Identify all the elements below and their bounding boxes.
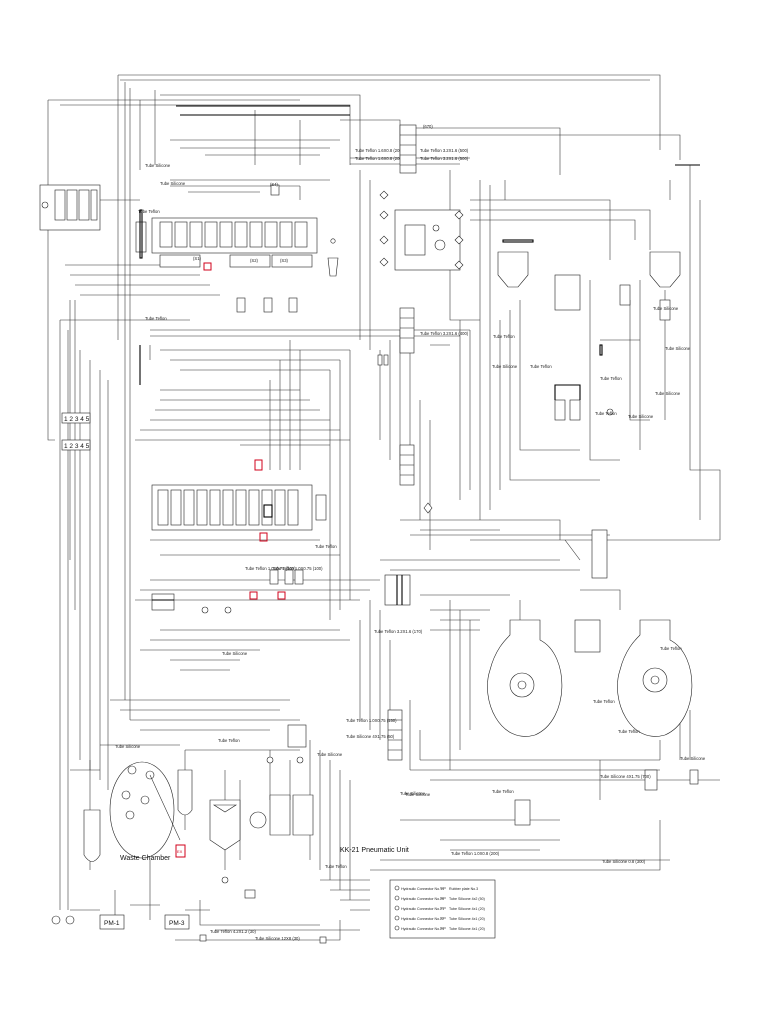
label: Tube Silicone 4X1.75 (700) bbox=[600, 774, 651, 779]
label: (S2) bbox=[250, 258, 259, 263]
label: Tube Teflon 1.6X0.8 (200) bbox=[355, 156, 404, 161]
label: Tube Teflon bbox=[595, 411, 617, 416]
connector-boxes-left: 1 2 3 4 5 1 2 3 4 5 bbox=[61, 412, 91, 451]
label: Tube Silicone bbox=[115, 744, 141, 749]
label: Tube Teflon 1.0X0.75 (150) bbox=[346, 718, 397, 723]
pm-1-box bbox=[99, 914, 125, 930]
red-marker bbox=[254, 459, 263, 471]
reagent-chambers bbox=[497, 180, 681, 421]
waste-chamber: EX Waste Chamber Tube Silicone bbox=[83, 744, 193, 862]
label: (S4) bbox=[270, 182, 279, 187]
label: Tube Teflon bbox=[618, 729, 640, 734]
legend-item-left: Hydraulic Connector No.26 bbox=[401, 897, 444, 901]
label: Tube Teflon 1.0X0.8 (200) bbox=[451, 851, 500, 856]
legend-item-left: Hydraulic Connector No.24 bbox=[401, 927, 444, 931]
label: Tube Silicone bbox=[160, 181, 186, 186]
legend-item-right: Tube Silicone 4x1 (20) bbox=[449, 907, 485, 911]
label: (670) bbox=[423, 124, 433, 129]
box-label: 1 2 3 4 5 bbox=[64, 443, 90, 450]
connector-box bbox=[61, 439, 91, 451]
label: Tube Silicone bbox=[405, 792, 431, 797]
label: (S3) bbox=[280, 258, 289, 263]
label: (S1) bbox=[193, 256, 202, 261]
routing-lines bbox=[47, 74, 721, 941]
red-marker bbox=[259, 532, 268, 542]
label: Tube Silicone bbox=[653, 306, 679, 311]
red-marker bbox=[249, 591, 258, 600]
label: Tube Silicone bbox=[317, 752, 343, 757]
connector-box bbox=[61, 412, 91, 424]
red-tag: EX bbox=[177, 849, 183, 854]
label: Tube Teflon bbox=[530, 364, 552, 369]
center-labels: Tube Teflon Tube Teflon 1.0X0.75 (100) T… bbox=[145, 316, 426, 796]
pm-3-label: PM-3 bbox=[169, 920, 185, 927]
red-marker bbox=[277, 591, 286, 600]
label: Tube Teflon 1.6X0.8 (200) bbox=[355, 148, 404, 153]
label: Tube Teflon 3.2X1.6 (400) bbox=[420, 331, 469, 336]
label: Tube Silicone 0.8 (300) bbox=[602, 859, 646, 864]
label: Tube Teflon 3.2X1.6 (170) bbox=[374, 629, 423, 634]
label: Tube Teflon 3.2X1.6 (500) bbox=[420, 148, 469, 153]
label: Tube Teflon bbox=[218, 738, 240, 743]
label: Tube Teflon bbox=[315, 544, 337, 549]
manifold-top-left bbox=[39, 184, 101, 231]
label: Tube Teflon bbox=[593, 699, 615, 704]
pm-3-box bbox=[164, 914, 190, 930]
legend-item-right: Tube Silicone 4x2 (50) bbox=[449, 897, 485, 901]
legend-box bbox=[389, 879, 496, 939]
connector-top-center bbox=[399, 124, 417, 174]
label: Tube Silicone bbox=[145, 163, 171, 168]
waste-chamber-label: Waste Chamber bbox=[120, 855, 171, 862]
legend-item-right: Rubber plate No.3 bbox=[449, 887, 478, 891]
label: Tube Teflon bbox=[660, 646, 682, 651]
legend-item-left: Hydraulic Connector No.21 bbox=[401, 907, 444, 911]
label: Tube Silicone bbox=[655, 391, 681, 396]
right-labels: Tube Teflon Tube Teflon Tube Teflon Tube… bbox=[405, 646, 706, 864]
label: Tube Teflon bbox=[600, 376, 622, 381]
top-labels: Tube Silicone Tube Silicone Tube Teflon … bbox=[138, 124, 469, 263]
pneumatic-unit-label: KK-21 Pneumatic Unit bbox=[340, 847, 409, 854]
label: Tube Teflon bbox=[492, 789, 514, 794]
label: Tube Silicone 12X8 (30) bbox=[255, 936, 300, 941]
pm-1-label: PM-1 bbox=[104, 920, 120, 927]
label: Tube Teflon bbox=[138, 209, 160, 214]
label: Tube Silicone bbox=[492, 364, 518, 369]
pm-boxes: PM-1 PM-3 Tube Teflon 4.2X1.2 (30) Tube … bbox=[51, 914, 327, 944]
label: Tube Silicone bbox=[400, 791, 426, 796]
box-label: 1 2 3 4 5 bbox=[64, 416, 90, 423]
label: Tube Silicone bbox=[222, 651, 248, 656]
legend-item-right: Tube Silicone 4x1 (20) bbox=[449, 917, 485, 921]
red-marker bbox=[203, 262, 212, 271]
label: Tube Silicone bbox=[665, 346, 691, 351]
label: Tube Teflon 4.2X1.2 (30) bbox=[210, 929, 256, 934]
rotary-valves bbox=[487, 529, 699, 826]
pump-unit: KK-21 Pneumatic Unit Tube Teflon bbox=[209, 724, 409, 899]
mid-labels: Tube Teflon 3.2X1.6 (400) Tube Teflon Tu… bbox=[420, 306, 691, 419]
legend-item-right: Tube Silicone 4x1 (20) bbox=[449, 927, 485, 931]
valve-bank-center bbox=[151, 459, 327, 614]
label: Tube Teflon 1.0X0.75 (100) bbox=[272, 566, 323, 571]
label: Tube Silicone 4X1.75 (50) bbox=[346, 734, 395, 739]
label: Tube Teflon 3.2X1.6 (500) bbox=[420, 156, 469, 161]
pump-cluster bbox=[379, 190, 464, 271]
label: Tube Teflon bbox=[493, 334, 515, 339]
label: Tube Silicone bbox=[680, 756, 706, 761]
label: Tube Teflon 1.0X0.75 (100) bbox=[245, 566, 296, 571]
valve-bank-top bbox=[135, 184, 339, 313]
legend-item-left: Hydraulic Connector No.22 bbox=[401, 917, 444, 921]
label: Tube Silicone bbox=[628, 414, 654, 419]
label: Tube Teflon bbox=[145, 316, 167, 321]
red-marker bbox=[175, 844, 186, 858]
connector-stacks bbox=[377, 307, 433, 761]
legend: Hydraulic Connector No.14 Rubber plate N… bbox=[389, 879, 496, 939]
label: Tube Teflon bbox=[325, 864, 347, 869]
legend-item-left: Hydraulic Connector No.14 bbox=[401, 887, 444, 891]
